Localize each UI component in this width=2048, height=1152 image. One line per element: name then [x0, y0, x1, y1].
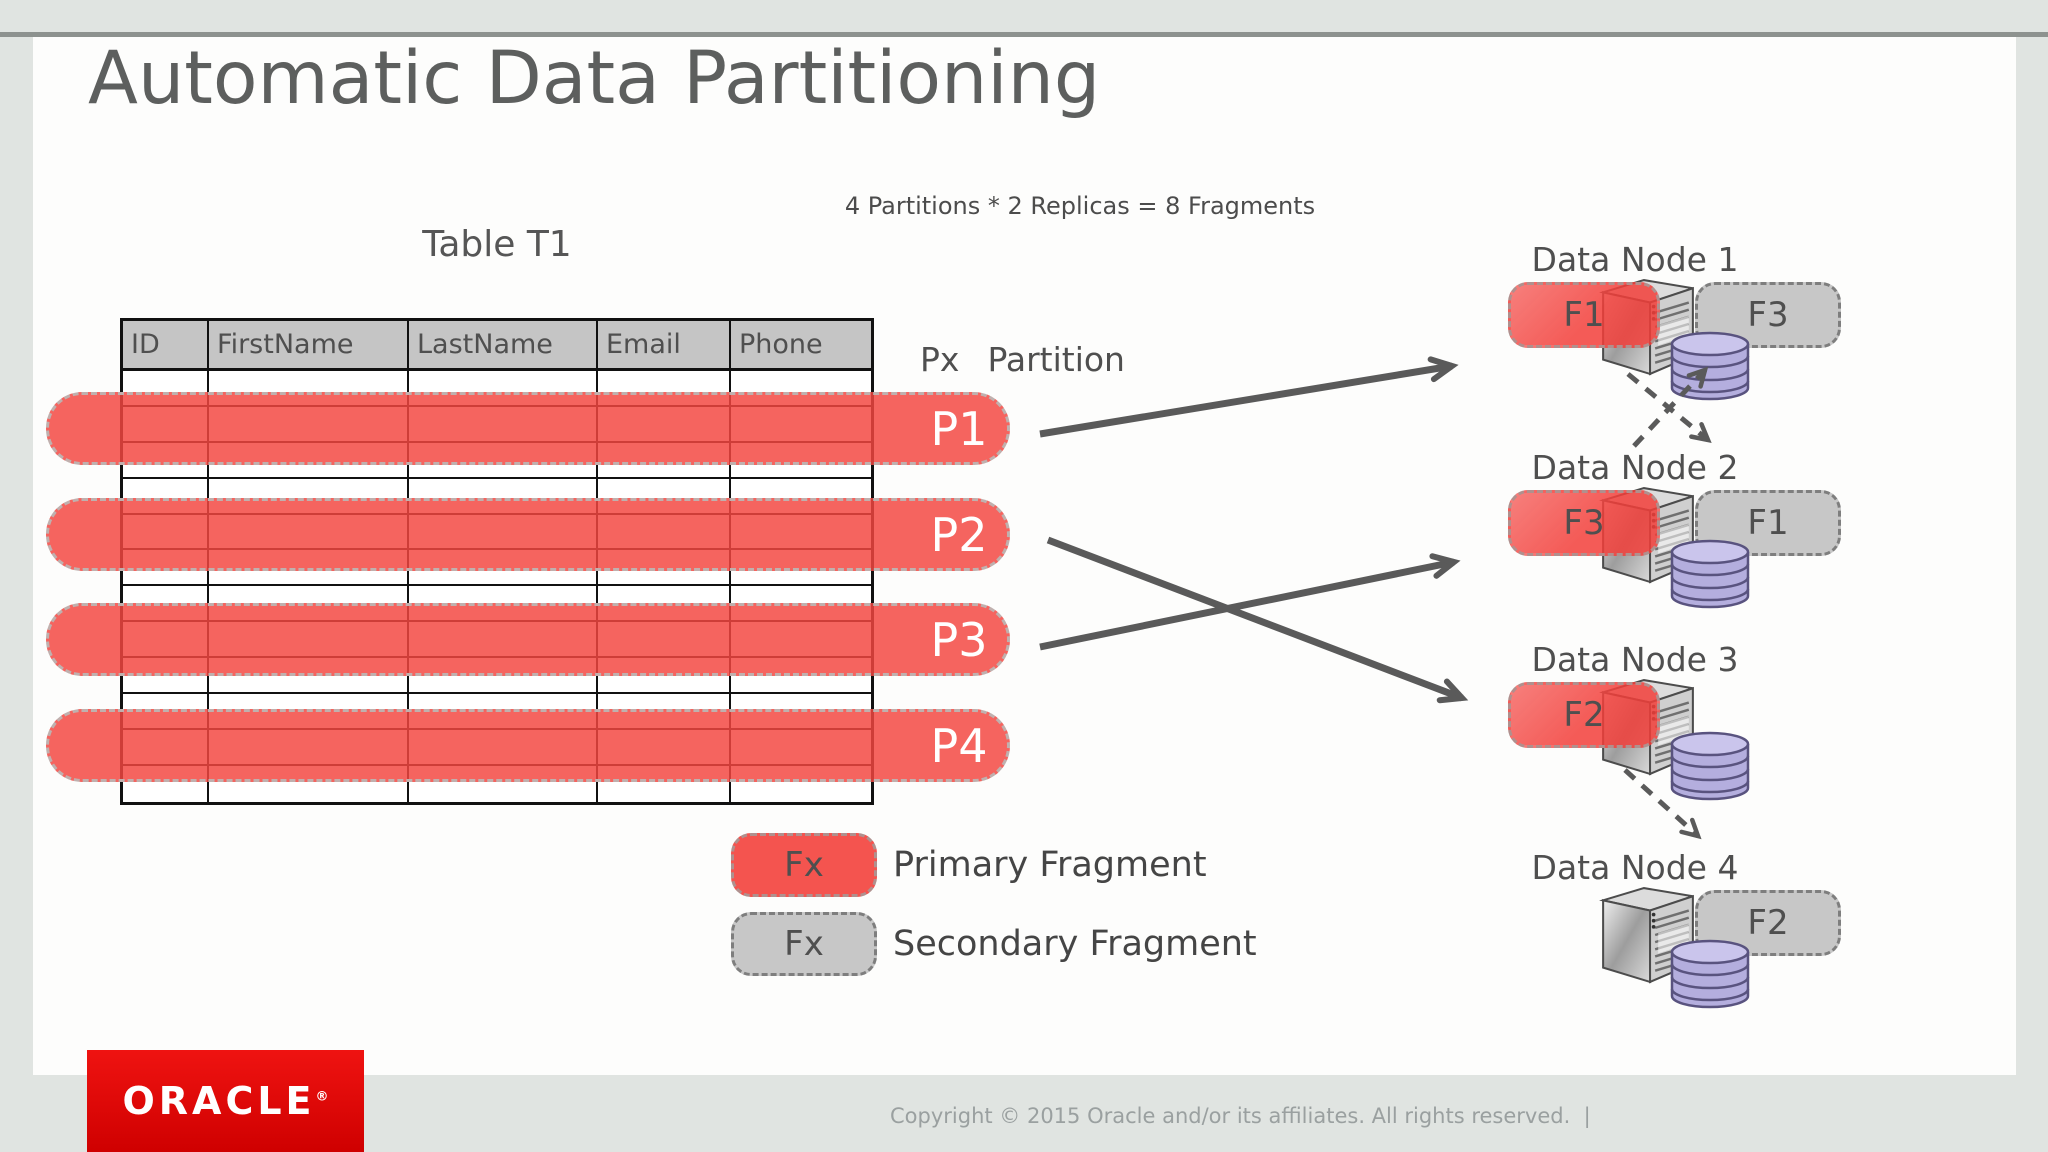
partition-key-label: Px Partition — [920, 340, 1125, 379]
primary-fragment-box: F2 — [1508, 682, 1660, 748]
partition-label: P4 — [930, 718, 988, 773]
column-header-id: ID — [123, 321, 209, 371]
table-cell — [123, 765, 209, 802]
database-icon — [1670, 331, 1750, 401]
oracle-wordmark: ORACLE® — [122, 1079, 329, 1123]
partition-label: P3 — [930, 612, 988, 667]
data-node-label: Data Node 3 — [1531, 640, 1739, 679]
table-cell — [409, 658, 598, 695]
table-cell — [409, 765, 598, 802]
data-node-label: Data Node 1 — [1531, 240, 1739, 279]
table-cell — [731, 550, 871, 587]
column-header-lastname: LastName — [409, 321, 598, 371]
legend-sec-text: Secondary Fragment — [893, 924, 1257, 964]
primary-fragment-box: F3 — [1508, 490, 1660, 556]
table-cell — [209, 658, 409, 695]
column-header-email: Email — [598, 321, 731, 371]
partition-bar-p1: P1 — [46, 392, 1010, 465]
legend-sec-box: Fx — [731, 912, 877, 976]
px-label: Px — [920, 340, 960, 379]
partition-label: P2 — [930, 507, 988, 562]
partition-bar-p4: P4 — [46, 709, 1010, 782]
database-icon — [1670, 731, 1750, 801]
column-header-phone: Phone — [731, 321, 871, 371]
data-node-label: Data Node 4 — [1531, 848, 1739, 887]
registered-mark-icon: ® — [315, 1089, 329, 1105]
database-icon — [1670, 539, 1750, 609]
table-cell — [209, 765, 409, 802]
secondary-fragment-box: F1 — [1695, 490, 1841, 556]
copyright-text: Copyright © 2015 Oracle and/or its affil… — [890, 1104, 1591, 1128]
legend-pri-text: Primary Fragment — [893, 845, 1207, 885]
table-cell — [598, 658, 731, 695]
table-cell — [731, 443, 871, 479]
legend-pri-box: Fx — [731, 833, 877, 897]
primary-fragment-box: F1 — [1508, 282, 1660, 348]
table-caption: Table T1 — [422, 224, 572, 265]
oracle-logo: ORACLE® — [87, 1050, 364, 1152]
table-cell — [123, 658, 209, 695]
partition-word: Partition — [987, 340, 1125, 379]
table-cell — [598, 765, 731, 802]
partition-bar-p3: P3 — [46, 603, 1010, 676]
table-cell — [731, 658, 871, 695]
top-divider-line — [0, 32, 2048, 37]
data-node-label: Data Node 2 — [1531, 448, 1739, 487]
database-icon — [1670, 939, 1750, 1009]
slide-title: Automatic Data Partitioning — [88, 36, 1101, 121]
partition-label: P1 — [930, 401, 988, 456]
partition-bar-p2: P2 — [46, 498, 1010, 571]
column-header-firstname: FirstName — [209, 321, 409, 371]
slide-subtitle: 4 Partitions * 2 Replicas = 8 Fragments — [844, 192, 1316, 220]
